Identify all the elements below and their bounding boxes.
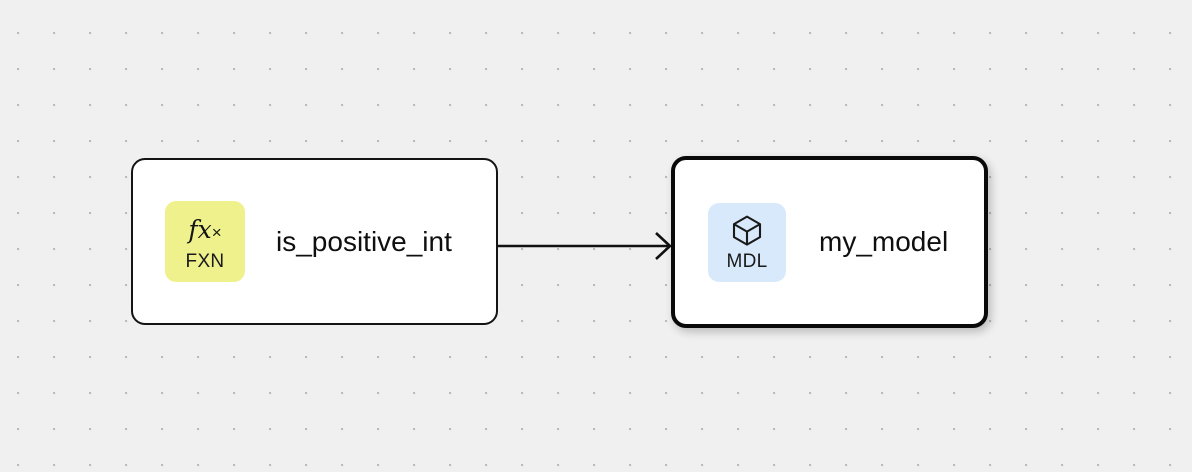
node-is-positive-int[interactable]: fx× FXN is_positive_int	[131, 158, 498, 325]
node-badge-fxn: fx× FXN	[165, 201, 245, 282]
node-badge-label-mdl: MDL	[726, 251, 768, 272]
edge-fxn-to-mdl[interactable]	[498, 232, 672, 260]
node-badge-mdl: MDL	[708, 202, 786, 282]
function-icon: fx×	[188, 213, 221, 247]
cube-icon-svg	[732, 215, 762, 246]
function-icon-times: ×	[211, 223, 222, 242]
edge-arrowhead-icon	[655, 232, 672, 260]
node-badge-label-fxn: FXN	[185, 250, 225, 272]
node-title-my-model: my_model	[819, 226, 949, 257]
node-my-model[interactable]: MDL my_model	[671, 156, 988, 328]
function-icon-f: fx	[188, 215, 212, 244]
node-title-is-positive-int: is_positive_int	[276, 225, 452, 257]
cube-icon	[731, 213, 763, 247]
